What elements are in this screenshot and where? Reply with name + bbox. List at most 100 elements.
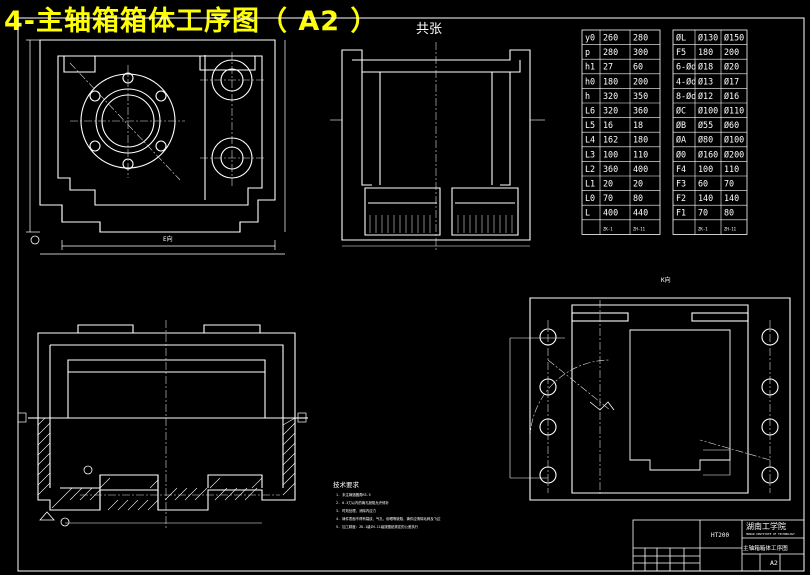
right-table-cell: 140 (698, 193, 713, 203)
left-table-cell: 320 (603, 106, 618, 116)
technical-notes: 技术要求 1. 未注铸造圆角R3-5 2. 0.3刀以内的铸孔缺陷允许修补 3. 时… (333, 480, 441, 529)
title-block (632, 519, 805, 572)
school-name-en: HUNAN INSTITUTE OF TECHNOLOGY (746, 532, 795, 536)
left-table-cell: 27 (603, 62, 613, 72)
left-table-cell: h (585, 91, 590, 101)
left-table-cell: ZH-11 (633, 226, 646, 231)
right-table-cell: ØL (676, 33, 686, 43)
right-table-cell: 70 (724, 179, 734, 189)
left-table-cell: 300 (633, 47, 648, 57)
left-table-cell: L5 (585, 120, 595, 130)
left-table-cell: 320 (603, 91, 618, 101)
left-table-cell: 18 (633, 120, 643, 130)
right-table-cell: ZK-1 (698, 226, 708, 231)
left-table-cell: 350 (633, 91, 648, 101)
left-table-cell: y0 (585, 33, 595, 43)
right-table-cell: 8-Ød (676, 91, 696, 101)
left-table-cell: 180 (603, 76, 618, 86)
left-table-cell: 200 (633, 76, 648, 86)
right-table-cell: 6-Ød (676, 62, 696, 72)
k-view-label: K向 (661, 276, 671, 284)
note-item: 2. 0.3刀以内的铸孔缺陷允许修补 (336, 500, 390, 505)
note-item: 5. 加工精度：ZK-1级ZH-11级按图纸规定的公差执行 (336, 524, 419, 529)
left-table-cell: 20 (633, 179, 643, 189)
left-table-cell: L0 (585, 193, 595, 203)
left-table-cell: L3 (585, 149, 595, 159)
left-table-cell: 360 (603, 164, 618, 174)
front-view-centerlines (69, 52, 265, 188)
left-table-cell: p (585, 47, 590, 57)
left-table-cell: 280 (603, 47, 618, 57)
right-table-cell: 140 (724, 193, 739, 203)
left-table-cell: L6 (585, 106, 595, 116)
right-table-cell: Ø150 (724, 33, 744, 43)
material-label: HT200 (711, 532, 729, 539)
right-table-cell: Ø16 (724, 91, 739, 101)
left-table-cell: 80 (633, 193, 643, 203)
left-table-cell: 400 (603, 208, 618, 218)
right-table-cell: Ø12 (698, 91, 713, 101)
right-table-cell: Ø55 (698, 120, 713, 130)
left-table-cell: 162 (603, 135, 618, 145)
right-table-cell: F3 (676, 179, 686, 189)
right-table-cell: Ø160 (698, 149, 718, 159)
right-table-cell: Ø200 (724, 149, 744, 159)
side-view-hatch (369, 215, 513, 233)
left-table-cell: h1 (585, 62, 595, 72)
right-table-cell: Ø130 (698, 33, 718, 43)
left-table-cell: 16 (603, 120, 613, 130)
left-table-cell: 440 (633, 208, 648, 218)
right-table-cell: ZH-11 (724, 226, 737, 231)
right-table-cell: ØA (676, 135, 686, 145)
right-table-cell: Ø20 (724, 62, 739, 72)
left-table-cell: L1 (585, 179, 595, 189)
note-item: 1. 未注铸造圆角R3-5 (336, 492, 371, 497)
right-table-cell: Ø100 (698, 106, 718, 116)
right-table-cell: Ø100 (724, 135, 744, 145)
note-item: 3. 时效处理，消除内应力 (336, 508, 377, 513)
left-table-cell: 400 (633, 164, 648, 174)
sheet-border (17, 17, 805, 572)
right-table-cell: 60 (698, 179, 708, 189)
left-table-cell: L4 (585, 135, 595, 145)
right-table-cell: 200 (724, 47, 739, 57)
right-table-cell: F1 (676, 208, 686, 218)
drawing-title: 4-主轴箱箱体工序图（ A2 ） (4, 6, 379, 37)
right-table-cell: Ø17 (724, 76, 739, 86)
plan-view (509, 297, 791, 501)
notes-heading: 技术要求 (333, 480, 360, 489)
right-table-cell: F5 (676, 47, 686, 57)
left-table-cell: ZK-1 (603, 226, 613, 231)
right-table-cell: ØC (676, 106, 686, 116)
left-table-cell: 60 (633, 62, 643, 72)
school-name: 湖南工学院 (746, 521, 786, 531)
right-table-cell: Ø18 (698, 62, 713, 72)
e-view-marker: E向 (163, 235, 173, 243)
right-table-cell: Ø80 (698, 135, 713, 145)
right-table-cell: ØB (676, 120, 686, 130)
left-table-cell: 110 (633, 149, 648, 159)
left-table-cell: L (585, 208, 590, 218)
left-table-cell: 70 (603, 193, 613, 203)
right-table-cell: 100 (698, 164, 713, 174)
right-table-cell: 80 (724, 208, 734, 218)
left-table-cell: 360 (633, 106, 648, 116)
sheet-size: A2 (770, 559, 778, 567)
note-item: 4. 铸件表面不得有裂纹、气孔、砂眼等缺陷，铸件应清除毛刺及飞边 (336, 516, 441, 521)
left-table-cell: L2 (585, 164, 595, 174)
right-table-cell: 70 (698, 208, 708, 218)
left-table-cell: h0 (585, 76, 595, 86)
right-table-cell: Ø13 (698, 76, 713, 86)
section-view (17, 324, 308, 527)
right-table-cell: 4-Ød (676, 76, 696, 86)
right-table-cell: 110 (724, 164, 739, 174)
sheet-count-overlay: 共张 (416, 22, 443, 37)
right-table-cell: F2 (676, 193, 686, 203)
right-table-cell: Ø60 (724, 120, 739, 130)
section-hatch (37, 417, 296, 511)
left-table-cell: 100 (603, 149, 618, 159)
